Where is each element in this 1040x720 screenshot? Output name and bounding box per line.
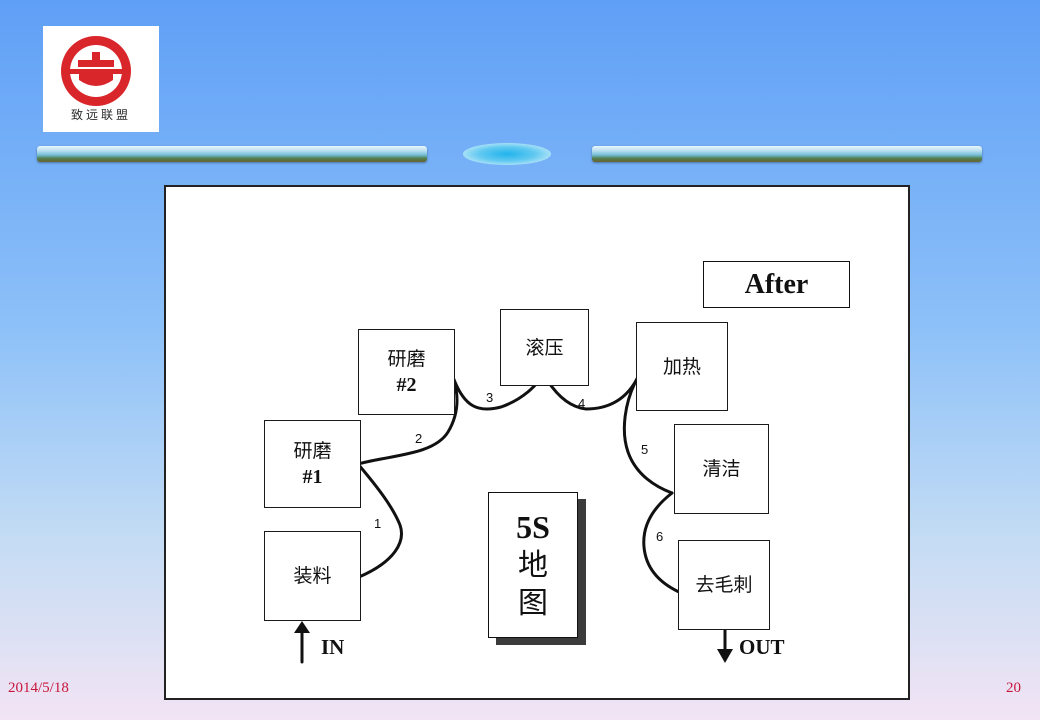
flow-line-2 [356, 375, 459, 466]
station-loading: 装料 [264, 531, 361, 621]
station-grinding-1-number: #1 [302, 466, 323, 488]
out-label: OUT [739, 635, 785, 659]
station-loading-label: 装料 [293, 565, 332, 587]
step-number-4: 4 [578, 396, 586, 411]
station-grinding-1: 研磨 #1 [264, 420, 361, 508]
station-cleaning: 清洁 [674, 424, 769, 514]
page-number: 20 [1006, 680, 1021, 696]
in-label: IN [321, 635, 345, 659]
after-label: After [703, 261, 850, 308]
5s-map-diagram: After 装料 研磨 #1 研磨 #2 滚压 加热 清洁 去毛刺 5S 地 图… [164, 185, 910, 700]
station-grinding-2-number: #2 [396, 374, 417, 396]
decorative-oval [463, 143, 551, 165]
station-cleaning-label: 清洁 [702, 458, 741, 480]
decorative-bar-left [37, 146, 427, 162]
5s-map-title-box: 5S 地 图 [488, 492, 578, 638]
logo-emblem [61, 36, 131, 106]
step-number-2: 2 [415, 431, 423, 446]
map-title-tu: 图 [518, 586, 548, 621]
footer-date: 2014/5/18 [8, 680, 69, 696]
logo: 致远联盟 [43, 26, 159, 132]
station-rolling: 滚压 [500, 309, 589, 386]
flow-line-6 [642, 491, 681, 594]
station-heating-label: 加热 [662, 355, 701, 378]
step-number-6: 6 [656, 529, 664, 544]
flow-line-1 [356, 462, 403, 579]
station-grinding-2: 研磨 #2 [358, 329, 455, 415]
step-number-1: 1 [374, 516, 382, 531]
map-title-5s: 5S [516, 509, 550, 545]
station-rolling-label: 滚压 [525, 336, 564, 359]
decorative-bar-right [592, 146, 982, 162]
flow-line-5 [622, 375, 674, 495]
station-grinding-2-label: 研磨 [387, 348, 426, 370]
station-heating: 加热 [636, 322, 728, 411]
station-deburring: 去毛刺 [678, 540, 770, 630]
step-number-5: 5 [641, 442, 649, 457]
step-number-3: 3 [486, 390, 494, 405]
station-grinding-1-label: 研磨 [293, 440, 332, 462]
logo-text: 致远联盟 [70, 108, 131, 122]
out-arrow-head [717, 649, 733, 663]
in-arrow-head [294, 621, 310, 633]
map-title-di: 地 [518, 548, 548, 583]
station-deburring-label: 去毛刺 [695, 574, 753, 596]
